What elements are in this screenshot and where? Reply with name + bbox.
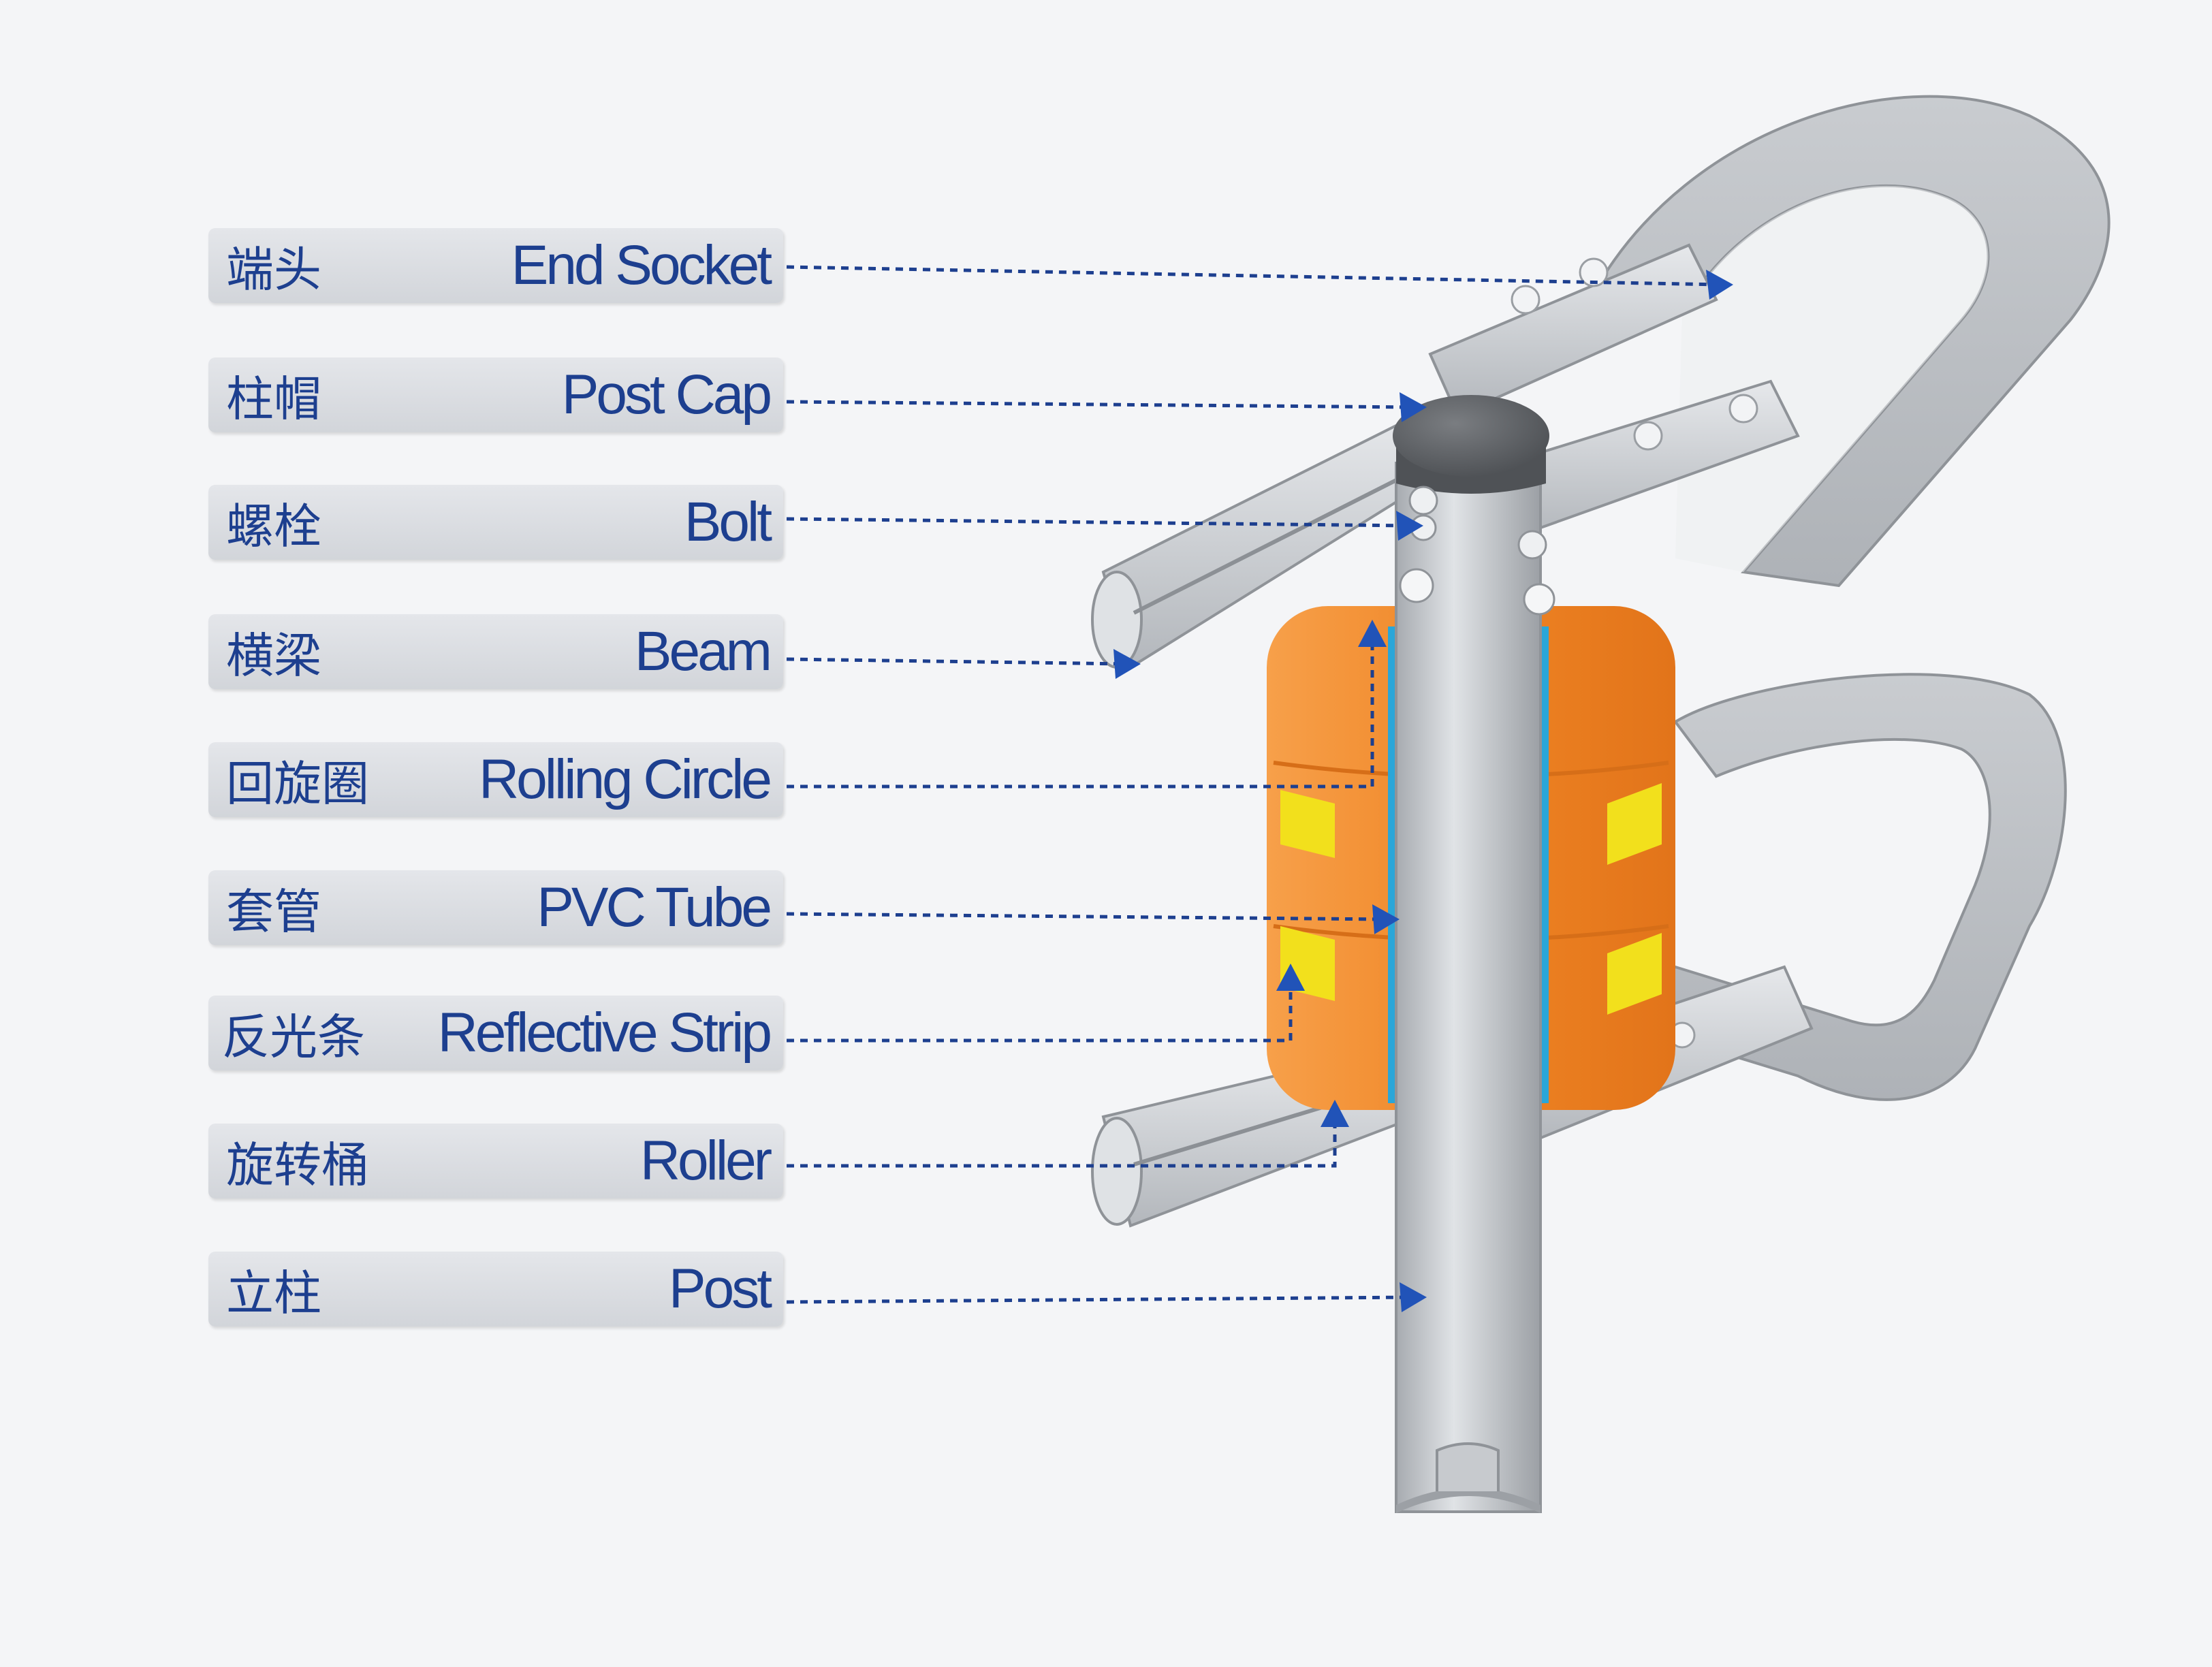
label-beam: 横梁 Beam	[208, 614, 783, 689]
label-post-cap-en: Post Cap	[561, 364, 772, 426]
post-cap	[1393, 395, 1549, 494]
bolts	[1399, 486, 1555, 616]
label-roller-en: Roller	[639, 1130, 772, 1192]
arrowheads	[1113, 270, 1733, 1312]
label-reflective-strip: 反光条 Reflective Strip	[208, 996, 783, 1070]
label-bolt-zh: 螺栓	[226, 498, 321, 554]
label-end-socket-en: End Socket	[511, 234, 772, 296]
reflective-strips	[1280, 783, 1662, 1015]
label-bolt-en: Bolt	[684, 491, 772, 553]
label-pvc-tube: 套管 PVC Tube	[208, 870, 783, 945]
label-post-cap-zh: 柱帽	[226, 370, 321, 427]
label-post-cap: 柱帽 Post Cap	[208, 358, 783, 432]
label-end-socket-zh: 端头	[226, 241, 321, 298]
label-post-en: Post	[668, 1258, 772, 1320]
label-pvc-tube-en: PVC Tube	[537, 876, 772, 938]
label-post: 立柱 Post	[208, 1252, 783, 1327]
label-reflective-strip-en: Reflective Strip	[437, 1002, 772, 1064]
label-beam-zh: 横梁	[226, 627, 321, 684]
post	[1395, 462, 1542, 1513]
label-post-zh: 立柱	[226, 1265, 321, 1321]
upper-beam	[1091, 243, 1800, 670]
label-rolling-circle-zh: 回旋圈	[226, 755, 369, 812]
label-rolling-circle-en: Rolling Circle	[478, 748, 772, 810]
label-roller: 旋转桶 Roller	[208, 1124, 783, 1198]
label-bolt: 螺栓 Bolt	[208, 485, 783, 560]
label-roller-zh: 旋转桶	[226, 1137, 369, 1193]
label-end-socket: 端头 End Socket	[208, 228, 783, 303]
leader-lines	[786, 265, 1720, 1304]
label-reflective-strip-zh: 反光条	[222, 1009, 365, 1065]
label-rolling-circle: 回旋圈 Rolling Circle	[208, 742, 783, 817]
label-pvc-tube-zh: 套管	[226, 883, 321, 940]
label-beam-en: Beam	[634, 620, 772, 682]
upper-end-socket-band	[1591, 95, 2111, 588]
